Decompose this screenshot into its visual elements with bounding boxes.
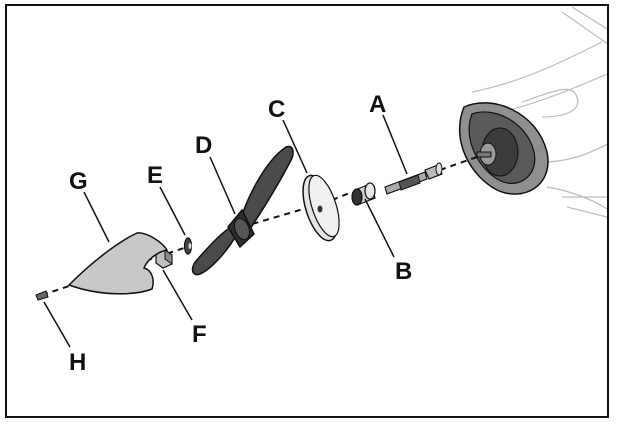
label-g: G [69, 168, 88, 195]
label-d: D [195, 132, 212, 159]
spinner-cone [67, 232, 169, 295]
backplate-disc [302, 174, 340, 242]
label-f: F [192, 321, 207, 348]
prop-nut [155, 249, 173, 269]
spinner-screw [35, 290, 49, 301]
label-a: A [369, 91, 386, 118]
collet-spacer [351, 182, 376, 206]
label-h: H [69, 349, 86, 376]
propeller-exploded-view: A B C D E F G H [35, 6, 607, 376]
part-labels: A B C D E F G H [69, 91, 412, 376]
motor-cowl [458, 102, 549, 195]
propeller [191, 145, 294, 276]
diagram-frame: A B C D E F G H [5, 4, 609, 418]
prop-adapter-shaft [384, 162, 443, 195]
label-c: C [268, 96, 285, 123]
label-e: E [147, 162, 163, 189]
fuselage-outline [471, 6, 607, 218]
washer [183, 237, 193, 255]
label-b: B [395, 258, 412, 285]
leader-lines [43, 114, 408, 348]
